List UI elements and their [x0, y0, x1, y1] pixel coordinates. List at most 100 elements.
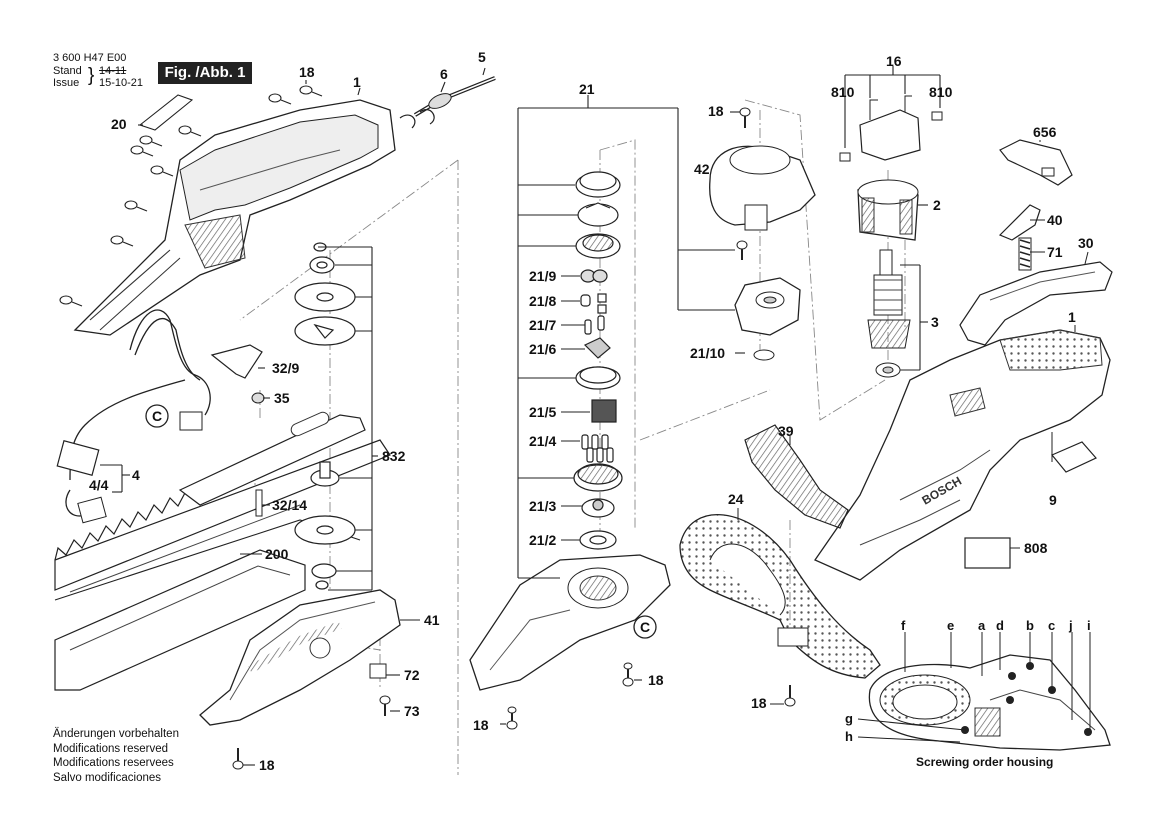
lever-32-9 — [210, 344, 263, 379]
gearbox-cover-21 — [469, 554, 671, 691]
label-21-5: 21/5 — [529, 404, 556, 420]
washer-stack — [294, 242, 356, 590]
label-24: 24 — [728, 491, 744, 507]
label-18e: 18 — [751, 695, 767, 711]
brush-holder — [859, 95, 921, 161]
label-18d: 18 — [473, 717, 489, 733]
housing-screws — [59, 85, 323, 307]
washer-21-10 — [753, 349, 775, 361]
label-21-2: 21/2 — [529, 532, 556, 548]
screw-18-right — [784, 685, 796, 707]
note-fr: Modifications reservees — [53, 757, 174, 769]
spring-71 — [1018, 237, 1032, 271]
label-32-9: 32/9 — [272, 360, 299, 376]
note-de: Änderungen vorbehalten — [53, 728, 179, 740]
label-18b: 18 — [708, 103, 724, 119]
air-grille-39 — [744, 424, 849, 529]
label-18c: 18 — [648, 672, 664, 688]
label-32-14: 32/14 — [272, 497, 307, 513]
handle-housing-half — [73, 99, 396, 336]
label-42: 42 — [694, 161, 710, 177]
label-1b: 1 — [1068, 309, 1076, 325]
stand-old: 14-11 — [99, 65, 127, 77]
label-73: 73 — [404, 703, 420, 719]
label-2: 2 — [933, 197, 941, 213]
label-21: 21 — [579, 81, 595, 97]
callout-c-middle — [633, 615, 657, 639]
label-832: 832 — [382, 448, 406, 464]
front-handle-24 — [679, 514, 881, 679]
motor-field-2 — [857, 179, 919, 241]
armature-3 — [867, 249, 911, 378]
brush-810-left — [839, 152, 851, 162]
label-18a: 18 — [299, 64, 315, 80]
label-656: 656 — [1033, 124, 1057, 140]
order-e: e — [947, 618, 954, 633]
label-20: 20 — [111, 116, 127, 132]
leader-lines-left — [100, 67, 486, 766]
label-21-4: 21/4 — [529, 433, 556, 449]
order-j: j — [1068, 618, 1073, 633]
housing-half-right: BOSCH — [814, 329, 1111, 581]
label-6: 6 — [440, 66, 448, 82]
leader-lines-order — [737, 140, 1091, 743]
label-21-8: 21/8 — [529, 293, 556, 309]
label-810b: 810 — [929, 84, 953, 100]
note-es: Salvo modificaciones — [53, 771, 162, 784]
order-a: a — [978, 618, 986, 633]
label-1a: 1 — [353, 74, 361, 90]
part-656 — [999, 139, 1073, 186]
label-39: 39 — [778, 423, 794, 439]
figure-label: Fig. /Abb. 1 — [158, 62, 252, 84]
issue-label: Issue — [53, 77, 80, 89]
label-72: 72 — [404, 667, 420, 683]
label-40: 40 — [1047, 212, 1063, 228]
stand-label: Stand — [53, 65, 82, 77]
screwing-order-caption: Screwing order housing — [916, 755, 1054, 769]
order-d: d — [996, 618, 1004, 633]
capacitor-part-4 — [56, 440, 100, 476]
label-5: 5 — [478, 49, 486, 65]
label-16: 16 — [886, 53, 902, 69]
bearing-housing — [734, 277, 801, 336]
order-h: h — [845, 729, 853, 744]
label-21-3: 21/3 — [529, 498, 556, 514]
part-20-strip — [138, 94, 194, 131]
leader-lines-motor — [844, 66, 941, 371]
screw-18-top — [736, 107, 751, 260]
label-808 — [964, 537, 1011, 569]
label-21-9: 21/9 — [529, 268, 556, 284]
order-i: i — [1087, 618, 1091, 633]
label-35: 35 — [274, 390, 290, 406]
label-21-7: 21/7 — [529, 317, 556, 333]
label-30: 30 — [1078, 235, 1094, 251]
connector-4-4 — [77, 496, 107, 524]
label-810a: 810 — [831, 84, 855, 100]
brush-810-right — [931, 111, 943, 121]
label-808: 808 — [1024, 540, 1048, 556]
fan-cover-42 — [709, 145, 816, 231]
callout-c-left — [145, 404, 169, 428]
screw-18-mid — [506, 662, 634, 730]
issue-date: 15-10-21 — [99, 77, 144, 89]
label-41: 41 — [424, 612, 440, 628]
label-71: 71 — [1047, 244, 1063, 260]
leader-lines-gear — [500, 95, 745, 725]
label-200: 200 — [265, 546, 289, 562]
label-21-6: 21/6 — [529, 341, 556, 357]
screw-18-bottom-left — [232, 748, 244, 770]
switch-block — [179, 411, 203, 431]
nut-35 — [251, 392, 265, 404]
bolt-32-14 — [255, 489, 263, 517]
order-c: c — [1048, 618, 1055, 633]
order-f: f — [901, 618, 906, 633]
part-40 — [998, 204, 1041, 241]
gear-housing-41 — [199, 589, 401, 726]
part-9 — [1051, 441, 1097, 473]
part-72 — [369, 663, 387, 679]
callout-c-left-text: C — [152, 408, 162, 424]
power-cable — [399, 76, 496, 129]
hedge-blade — [54, 411, 391, 691]
